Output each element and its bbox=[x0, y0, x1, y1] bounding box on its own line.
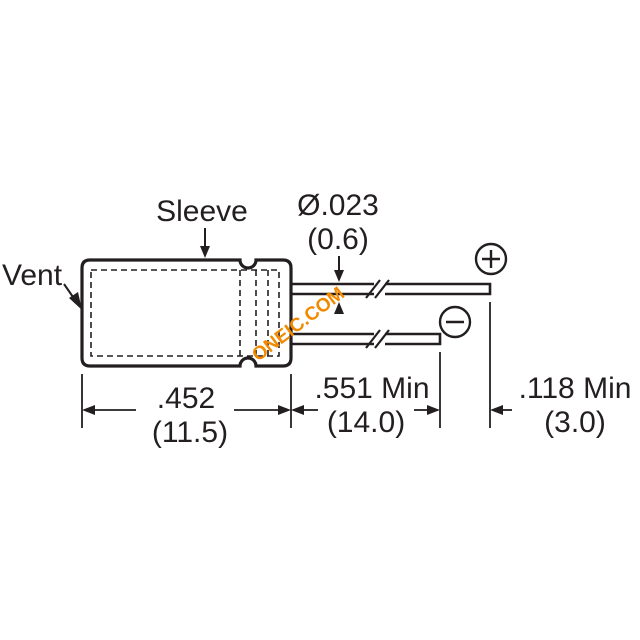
sleeve-inner-dashed bbox=[90, 269, 280, 357]
labels: Sleeve Vent Ø.023 (0.6) .452 (11.5) .551… bbox=[2, 189, 631, 449]
leads bbox=[291, 279, 492, 349]
diameter-arrow-top-head bbox=[334, 270, 344, 282]
lead-offset-arrow bbox=[490, 405, 503, 415]
negative-symbol bbox=[438, 305, 472, 339]
watermark-text: ONEIC.COM bbox=[248, 283, 348, 366]
dimension-lines bbox=[81, 302, 512, 428]
lead-length-arrow-left bbox=[291, 405, 304, 415]
body-length-arrow-left bbox=[82, 405, 95, 415]
plus-icon bbox=[482, 250, 500, 268]
minus-icon-circle bbox=[438, 305, 472, 339]
vent-label: Vent bbox=[2, 259, 63, 292]
body-length-mm-label: (11.5) bbox=[152, 416, 228, 449]
sleeve-arrow-head bbox=[200, 246, 210, 258]
diameter-arrow-bottom-head bbox=[334, 302, 344, 314]
callout-arrows bbox=[63, 228, 344, 314]
lead-length-arrow-right bbox=[427, 405, 440, 415]
lead-length-mm-label: (14.0) bbox=[327, 406, 405, 439]
negative-lead-break bbox=[365, 329, 390, 349]
lead-offset-inch-label: .118 Min bbox=[519, 372, 632, 405]
positive-symbol bbox=[474, 242, 508, 276]
body-length-arrow-right bbox=[278, 405, 291, 415]
body-length-inch-label: .452 bbox=[157, 382, 215, 415]
lead-offset-mm-label: (3.0) bbox=[544, 406, 606, 439]
vent-arrow-line bbox=[63, 283, 74, 298]
negative-lead bbox=[291, 332, 442, 346]
lead-length-inch-label: .551 Min bbox=[314, 372, 429, 405]
lead-diameter-mm-label: (0.6) bbox=[307, 223, 369, 256]
plus-icon-circle bbox=[474, 242, 508, 276]
positive-lead-break bbox=[365, 279, 390, 299]
sleeve-label: Sleeve bbox=[156, 195, 248, 228]
positive-lead bbox=[291, 282, 492, 296]
capacitor-body bbox=[80, 258, 293, 368]
vent-arrow-head bbox=[69, 292, 82, 310]
body-outline bbox=[80, 258, 293, 368]
lead-diameter-inch-label: Ø.023 bbox=[297, 189, 379, 222]
